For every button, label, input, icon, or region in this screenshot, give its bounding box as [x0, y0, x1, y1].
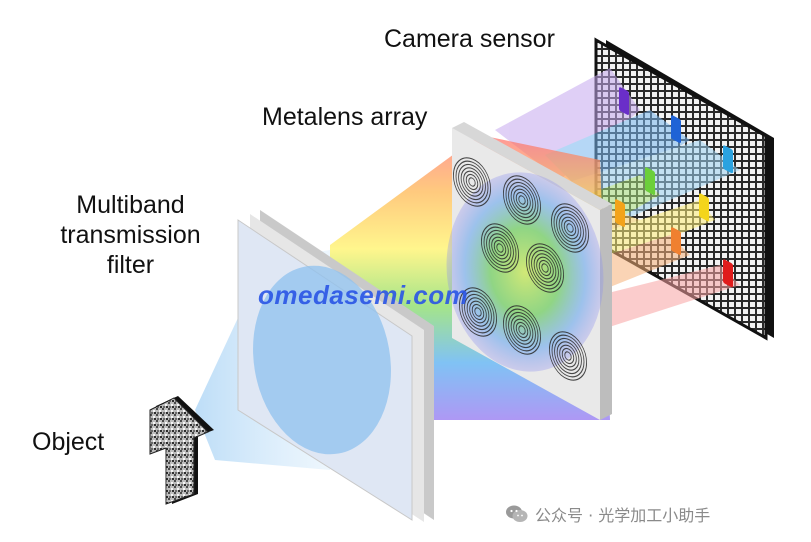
- lenslet: [502, 305, 542, 355]
- focal-spots: [615, 87, 733, 288]
- site-watermark: omedasemi.com: [258, 280, 469, 310]
- wechat-watermark: 公众号 · 光学加工小助手: [505, 502, 710, 526]
- lenslet: [452, 157, 492, 207]
- focal-spot: [645, 167, 655, 195]
- lenslet: [458, 287, 498, 337]
- focal-spot: [671, 115, 681, 143]
- metalens-lenslets: [452, 157, 590, 381]
- wechat-icon: [506, 505, 528, 522]
- multiband-filter: [237, 210, 434, 522]
- object-arrow: [149, 396, 214, 505]
- lenslet: [550, 203, 590, 253]
- metalens-array: [446, 122, 612, 420]
- focal-spot: [699, 193, 709, 222]
- camera-sensor-label: Camera sensor: [384, 25, 555, 53]
- focal-spot: [723, 259, 733, 288]
- focal-spot: [619, 87, 629, 115]
- focal-spot: [615, 199, 625, 227]
- lenslet: [525, 243, 565, 293]
- filter-label: Multiband transmission filter: [60, 191, 201, 279]
- metalens-array-label: Metalens array: [262, 103, 428, 131]
- lenslet: [502, 175, 542, 225]
- wechat-account-text: 公众号 · 光学加工小助手: [535, 506, 711, 525]
- lenslet: [480, 223, 520, 273]
- object-label: Object: [32, 428, 105, 456]
- lenslet: [548, 331, 588, 381]
- focal-spot: [723, 145, 733, 174]
- focal-spot: [671, 227, 681, 255]
